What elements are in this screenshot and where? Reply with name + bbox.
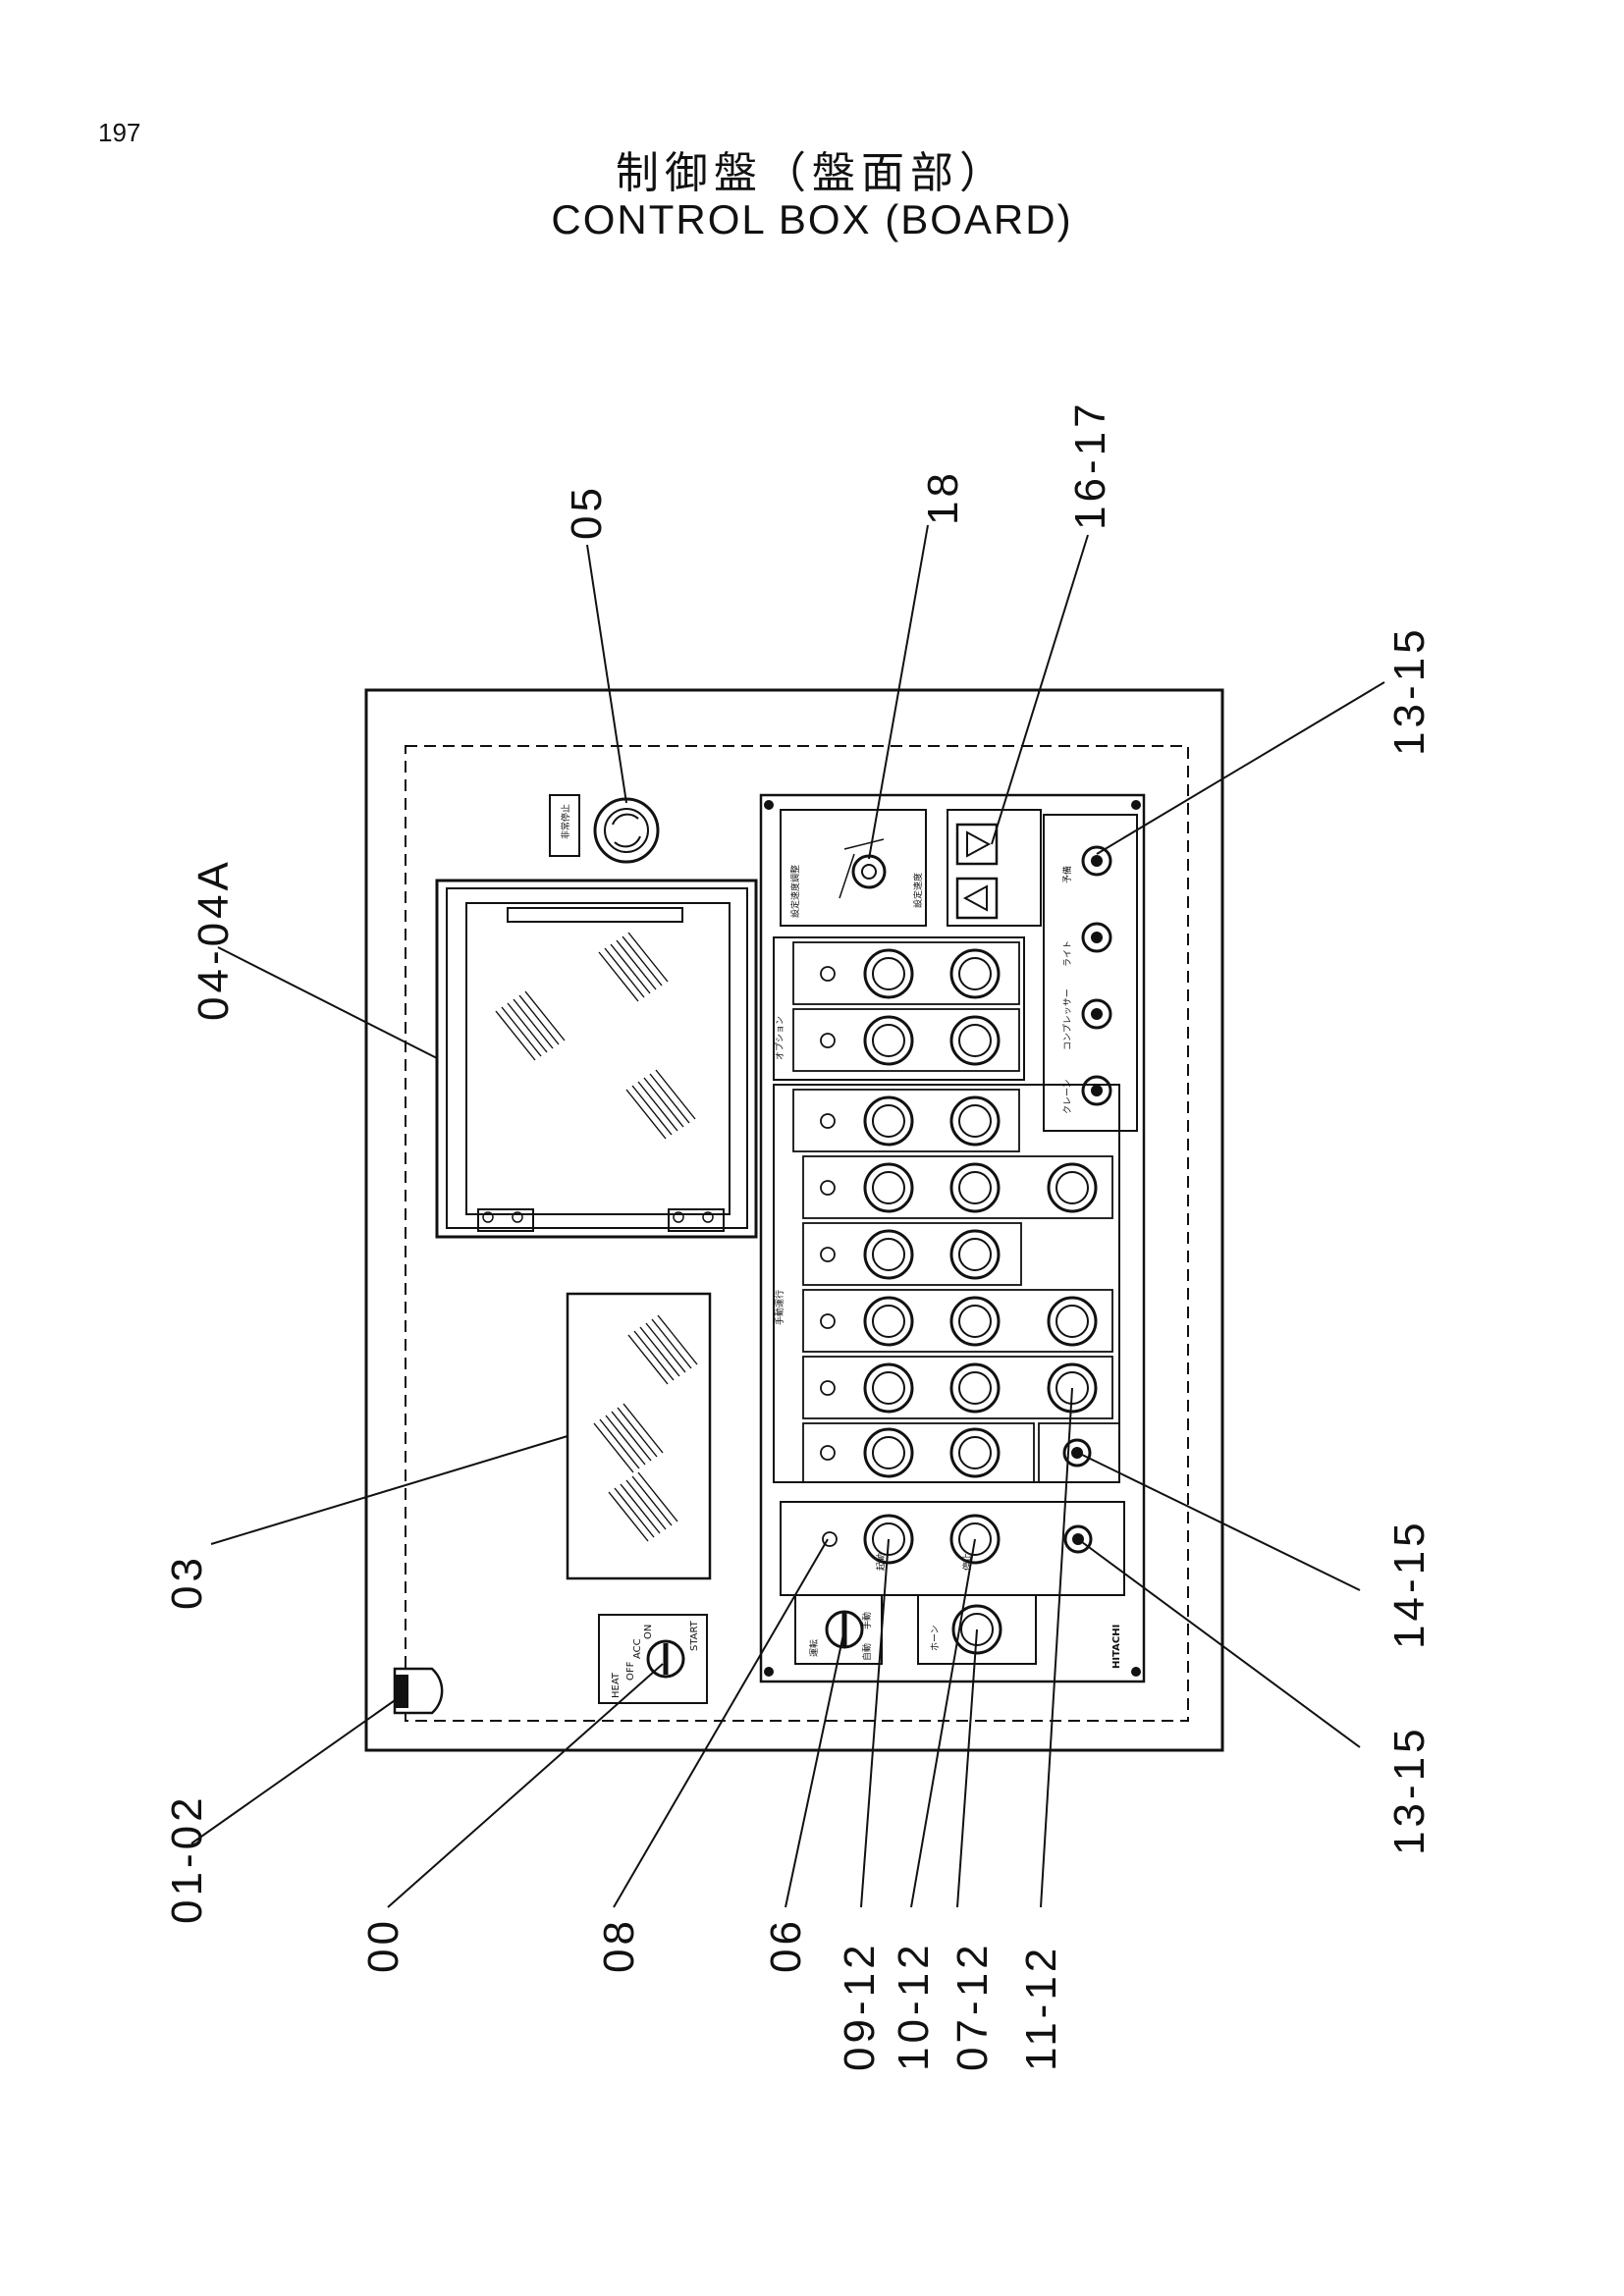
toggle-compressor xyxy=(1081,998,1112,1030)
svg-text:クレーン: クレーン xyxy=(1062,1079,1073,1114)
svg-text:手動運行: 手動運行 xyxy=(774,1290,785,1325)
mode-selector: 運転 手動 自動 xyxy=(794,1594,883,1665)
callout-04-04A: 04-04A xyxy=(189,858,238,1021)
callout-05: 05 xyxy=(563,484,611,540)
callout-labels: 05 18 16-17 13-15 04-04A 03 01-02 00 08 … xyxy=(163,400,1434,2071)
callout-14-15: 14-15 xyxy=(1385,1519,1434,1649)
down-button xyxy=(955,823,999,866)
callout-06: 06 xyxy=(762,1917,810,1973)
svg-text:手動: 手動 xyxy=(861,1612,873,1629)
callout-18: 18 xyxy=(919,469,967,525)
callout-13-15-bottom: 13-15 xyxy=(1385,1725,1434,1855)
board-inner-dashed xyxy=(405,745,1189,1722)
svg-text:運転: 運転 xyxy=(809,1639,820,1657)
row-5 xyxy=(802,1222,1022,1286)
row-8 xyxy=(802,1422,1120,1483)
svg-text:ON: ON xyxy=(643,1625,654,1639)
title-english: CONTROL BOX (BOARD) xyxy=(551,196,1073,242)
operation-panel: 設定速度調整 設定速度 予備 ライト コンプレッサー クレーン オプション 手動… xyxy=(759,793,1146,1683)
svg-text:設定速度調整: 設定速度調整 xyxy=(789,865,801,918)
svg-text:オプション: オプション xyxy=(775,1016,785,1060)
callout-08: 08 xyxy=(595,1917,643,1973)
callout-16-17: 16-17 xyxy=(1066,400,1114,530)
row-4 xyxy=(802,1155,1113,1219)
svg-text:起動: 起動 xyxy=(876,1553,887,1571)
title-japanese: 制御盤（盤面部） xyxy=(616,148,1008,198)
horn-button: ホーン xyxy=(917,1594,1037,1665)
callout-11-12: 11-12 xyxy=(1017,1945,1065,2071)
toggle-light xyxy=(1081,922,1112,953)
emergency-stop-group: 非常停止 xyxy=(549,794,660,864)
svg-text:HEAT: HEAT xyxy=(611,1672,622,1698)
row-1 xyxy=(792,941,1020,1005)
page-number: 197 xyxy=(98,118,141,147)
speed-dial xyxy=(851,854,887,889)
emergency-stop-label: 非常停止 xyxy=(560,804,571,839)
leader-lines xyxy=(190,524,1385,1908)
callout-09-12: 09-12 xyxy=(836,1941,884,2071)
svg-text:ライト: ライト xyxy=(1062,940,1073,967)
door-lock xyxy=(393,1667,444,1715)
up-button xyxy=(955,877,999,920)
row-3 xyxy=(792,1089,1020,1152)
svg-text:ホーン: ホーン xyxy=(930,1625,941,1651)
row-7 xyxy=(802,1356,1113,1419)
speed-dial-plate xyxy=(780,809,927,927)
callout-07-12: 07-12 xyxy=(948,1941,997,2071)
callout-01-02: 01-02 xyxy=(163,1793,211,1924)
svg-text:ACC: ACC xyxy=(632,1638,643,1659)
key-switch: HEAT OFF ACC ON START xyxy=(598,1614,708,1704)
screen-panel xyxy=(566,1292,712,1580)
board-outline xyxy=(364,688,1224,1752)
monitor-window xyxy=(435,879,758,1239)
emergency-stop-plate xyxy=(549,794,580,857)
row-travel: 起動 停止 xyxy=(780,1501,1125,1596)
svg-text:コンプレッサー: コンプレッサー xyxy=(1062,988,1073,1050)
toggle-crane xyxy=(1081,1075,1112,1106)
toggle-spare xyxy=(1081,845,1112,877)
row-2 xyxy=(792,1008,1020,1072)
row-6 xyxy=(802,1289,1113,1353)
callout-13-15-top: 13-15 xyxy=(1385,625,1434,756)
callout-00: 00 xyxy=(359,1917,407,1973)
callout-03: 03 xyxy=(163,1554,211,1610)
svg-text:自動: 自動 xyxy=(861,1643,873,1661)
svg-text:予備: 予備 xyxy=(1061,866,1073,883)
svg-text:OFF: OFF xyxy=(625,1661,636,1681)
svg-text:設定速度: 設定速度 xyxy=(912,873,924,908)
callout-10-12: 10-12 xyxy=(890,1941,938,2071)
brand-logo: HITACHI xyxy=(1111,1625,1122,1669)
svg-text:START: START xyxy=(689,1620,700,1651)
